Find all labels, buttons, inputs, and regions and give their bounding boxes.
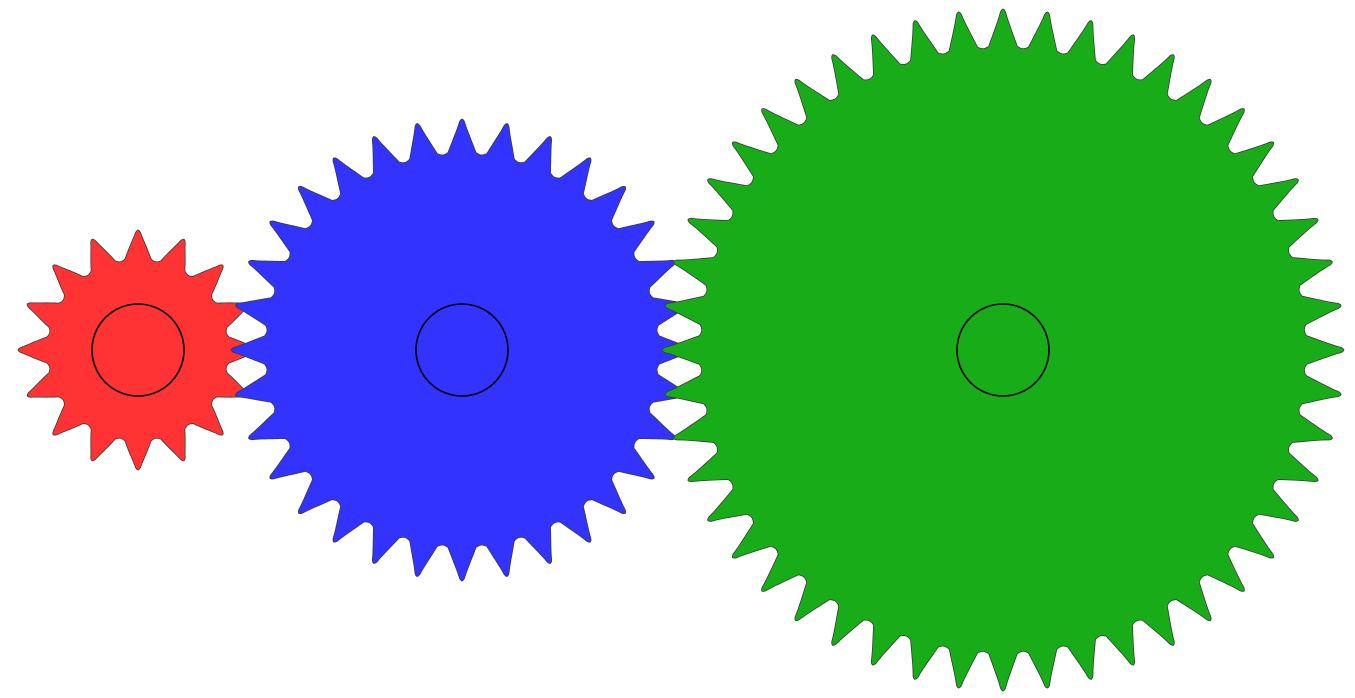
large-gear bbox=[662, 9, 1344, 691]
medium-gear bbox=[231, 119, 693, 581]
small-gear bbox=[18, 230, 258, 470]
small-gear-body bbox=[18, 230, 258, 470]
medium-gear-body bbox=[231, 119, 693, 581]
large-gear-body bbox=[662, 9, 1344, 691]
